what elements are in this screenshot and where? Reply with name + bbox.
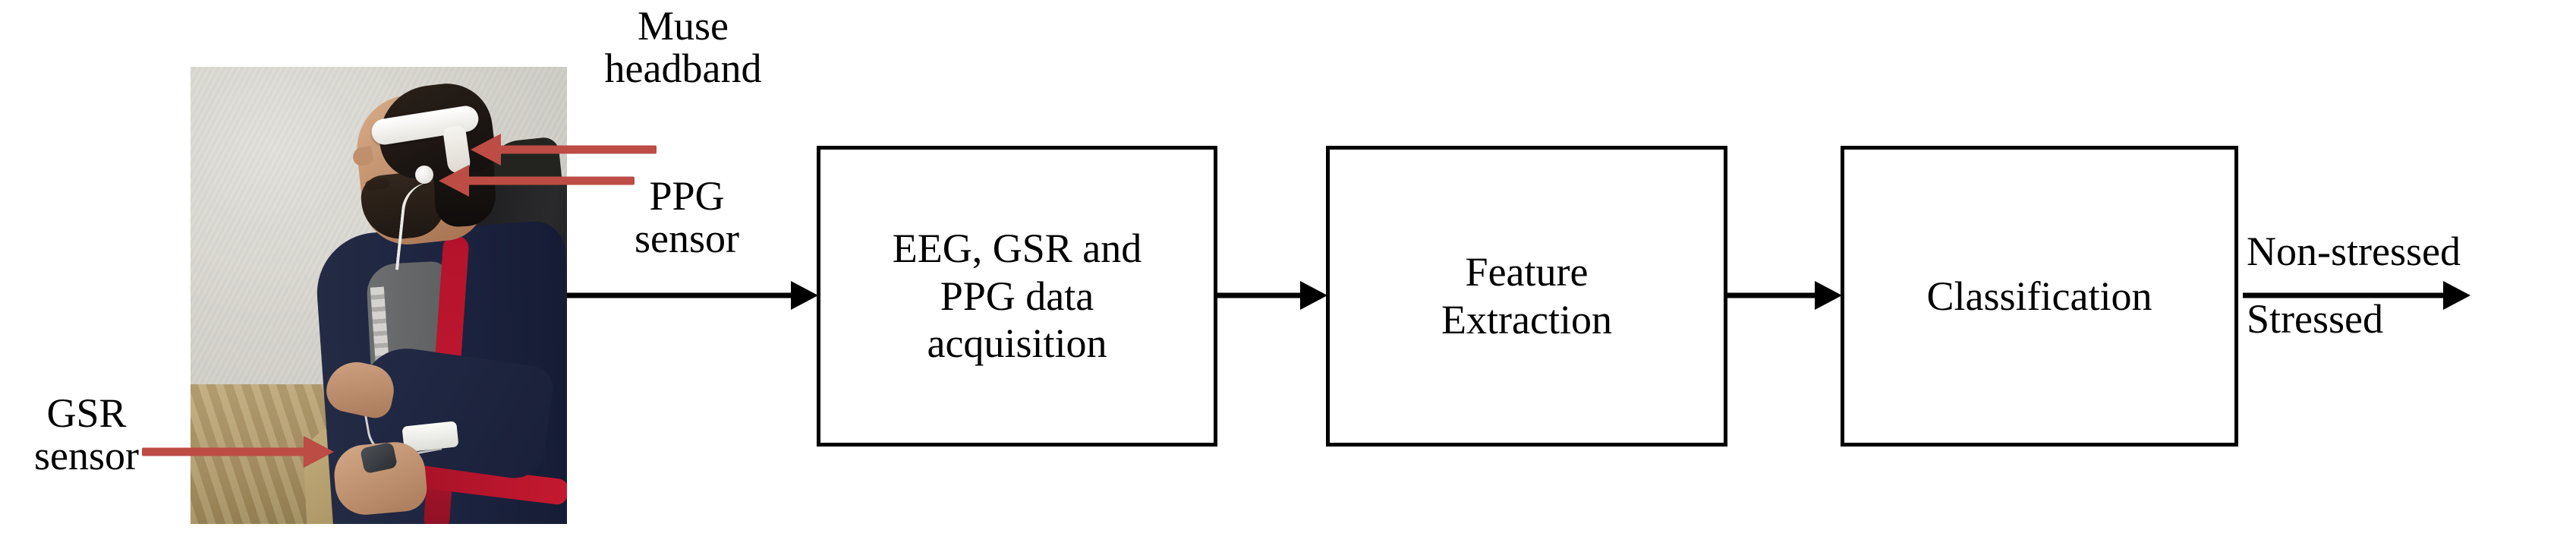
- output-label-non-stressed: Non-stressed: [2247, 229, 2461, 274]
- arrow-head-right-icon: [1815, 281, 1842, 310]
- gsr-sensor-label: GSR sensor: [34, 390, 139, 479]
- output-label-stressed: Stressed: [2247, 296, 2383, 342]
- arrow-head-right-icon: [2443, 281, 2471, 310]
- arrow-shaft: [2243, 292, 2447, 298]
- photo-ppg-ear-sensor: [415, 166, 433, 184]
- muse-headband-annotation-arrow: [471, 134, 657, 166]
- ppg-sensor-annotation-arrow: [439, 165, 635, 197]
- arrow-shaft: [496, 145, 657, 154]
- arrow-shaft: [142, 447, 308, 456]
- arrow-head-left-icon: [471, 134, 501, 166]
- arrow-shaft: [464, 176, 635, 185]
- muse-headband-label: Muse headband: [604, 3, 762, 92]
- box-classification[interactable]: Classification: [1841, 146, 2238, 447]
- arrow-photo-to-acquisition: [567, 281, 818, 310]
- arrow-shaft: [1217, 292, 1304, 298]
- box-feature-extraction[interactable]: Feature Extraction: [1326, 146, 1727, 447]
- arrow-classification-output: [2243, 281, 2471, 310]
- arrow-shaft: [567, 292, 795, 298]
- arrow-head-right-icon: [1300, 281, 1327, 310]
- arrow-head-right-icon: [791, 281, 818, 310]
- arrow-acquisition-to-feature: [1217, 281, 1327, 310]
- arrow-head-left-icon: [439, 165, 469, 197]
- arrow-head-right-icon: [304, 436, 334, 468]
- box-data-acquisition[interactable]: EEG, GSR and PPG data acquisition: [817, 146, 1217, 447]
- gsr-sensor-annotation-arrow: [142, 436, 334, 468]
- arrow-feature-to-classification: [1727, 281, 1842, 310]
- arrow-shaft: [1727, 292, 1819, 298]
- ppg-sensor-label: PPG sensor: [635, 173, 739, 262]
